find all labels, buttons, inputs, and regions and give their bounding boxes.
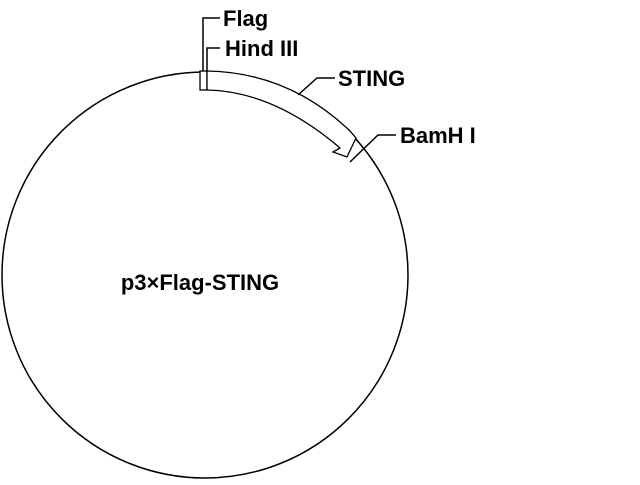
sting-label: STING — [338, 66, 405, 91]
flag-callout-line — [202, 17, 220, 71]
flag-label: Flag — [223, 6, 268, 31]
flag-tag-box — [199, 70, 208, 91]
sting-orf-arrow — [206, 70, 357, 158]
plasmid-name: p3×Flag-STING — [121, 270, 279, 295]
sting-callout-line — [297, 77, 335, 96]
bamh-i-label: BamH I — [400, 123, 476, 148]
hind-callout-line — [206, 47, 220, 71]
bamh-callout-line — [349, 134, 396, 163]
hind-iii-label: Hind III — [225, 36, 298, 61]
